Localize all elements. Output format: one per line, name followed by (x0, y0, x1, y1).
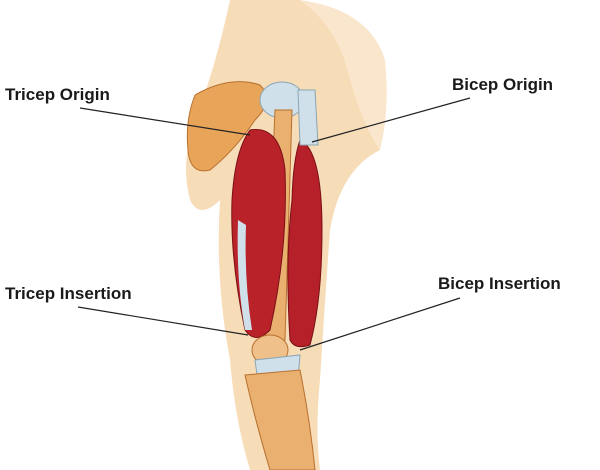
scapula-bone (186, 81, 267, 172)
bicep-origin-label: Bicep Origin (452, 75, 554, 94)
bicep-insertion-pointer (299, 297, 461, 351)
tricep-origin-pointer (79, 107, 251, 136)
bicep-muscle (287, 139, 323, 348)
tricep-origin-label: Tricep Origin (5, 85, 110, 104)
tricep-insertion-label: Tricep Insertion (5, 284, 132, 303)
tricep-insertion-pointer (77, 306, 249, 336)
bicep-insertion-label: Bicep Insertion (438, 274, 561, 293)
bicep-origin-pointer (311, 97, 471, 143)
